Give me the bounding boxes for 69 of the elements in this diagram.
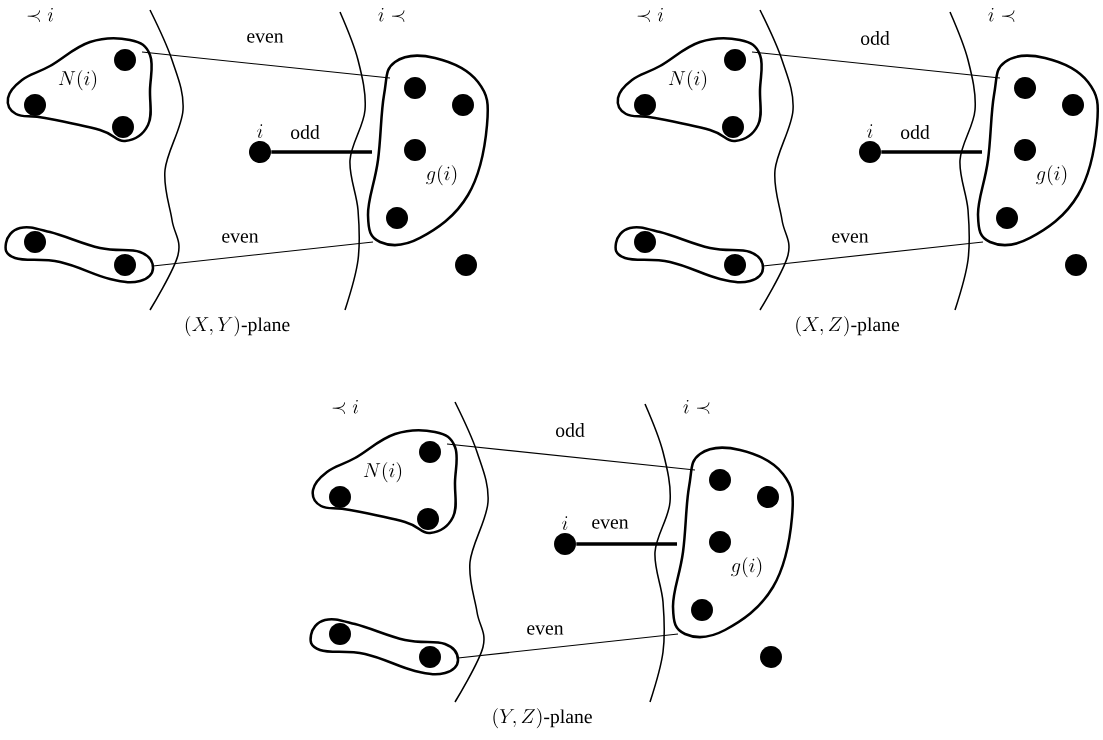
edge-label: even bbox=[830, 231, 870, 245]
edge-label: even bbox=[590, 517, 630, 531]
dot bbox=[1014, 139, 1036, 161]
plane-caption: $(X,Z)\text{-plane}$ bbox=[796, 315, 900, 337]
dot bbox=[329, 486, 351, 508]
plane-caption: $(Y,Z)\text{-plane}$ bbox=[493, 707, 592, 729]
order-label: $i \prec$ bbox=[683, 399, 710, 415]
dot bbox=[114, 49, 136, 71]
edge-label: even bbox=[245, 31, 285, 45]
dot bbox=[709, 531, 731, 553]
set-outline: $g(i)$ bbox=[671, 446, 795, 639]
dot bbox=[329, 623, 351, 645]
edge-label: odd bbox=[898, 123, 932, 141]
set-outline: $N(i)$ bbox=[6, 36, 154, 143]
dot bbox=[114, 254, 136, 276]
dot bbox=[722, 116, 744, 138]
dot bbox=[24, 231, 46, 253]
set-outline bbox=[4, 225, 155, 284]
set-outline: $N(i)$ bbox=[311, 428, 459, 535]
order-label: $i \prec$ bbox=[988, 7, 1015, 23]
dot bbox=[1062, 94, 1084, 116]
dot bbox=[760, 646, 782, 668]
edge-line bbox=[762, 241, 984, 267]
node-label: $i$ bbox=[562, 516, 568, 530]
order-label: $i \prec$ bbox=[378, 7, 405, 23]
set-outline: $g(i)$ bbox=[976, 54, 1100, 247]
dot bbox=[724, 254, 746, 276]
edge-label: odd bbox=[288, 123, 322, 141]
dot bbox=[1014, 77, 1036, 99]
dot bbox=[996, 207, 1018, 229]
edge-label: odd bbox=[858, 29, 892, 47]
dot bbox=[757, 486, 779, 508]
edge-line bbox=[881, 150, 982, 154]
order-label: $\prec i$ bbox=[332, 399, 359, 415]
dot bbox=[455, 254, 477, 276]
edge-line bbox=[271, 150, 372, 154]
edge-line bbox=[751, 51, 1001, 79]
dot bbox=[452, 94, 474, 116]
order-label: $\prec i$ bbox=[27, 7, 54, 23]
set-outline: $g(i)$ bbox=[366, 54, 490, 247]
dot bbox=[404, 77, 426, 99]
node-label: $i$ bbox=[257, 124, 263, 138]
dot bbox=[691, 599, 713, 621]
edge-label: odd bbox=[553, 421, 587, 439]
edge-line bbox=[141, 51, 391, 79]
edge-label: even bbox=[220, 231, 260, 245]
edge-label: even bbox=[525, 623, 565, 637]
dot bbox=[404, 139, 426, 161]
dot bbox=[1065, 254, 1087, 276]
plane-caption: $(X,Y)\text{-plane}$ bbox=[185, 315, 290, 337]
edge-line bbox=[576, 542, 677, 546]
dot bbox=[634, 94, 656, 116]
node-label: $i$ bbox=[867, 124, 873, 138]
edge-line bbox=[457, 633, 679, 659]
dot bbox=[419, 646, 441, 668]
dot bbox=[419, 441, 441, 463]
dot bbox=[24, 94, 46, 116]
dot bbox=[724, 49, 746, 71]
edge-line bbox=[152, 241, 374, 267]
dot bbox=[634, 231, 656, 253]
dot bbox=[709, 469, 731, 491]
dot bbox=[112, 116, 134, 138]
set-outline bbox=[614, 225, 765, 284]
set-outline: $N(i)$ bbox=[616, 36, 764, 143]
order-label: $\prec i$ bbox=[637, 7, 664, 23]
set-outline bbox=[309, 617, 460, 676]
dot bbox=[386, 207, 408, 229]
edge-line bbox=[446, 443, 696, 471]
dot bbox=[417, 508, 439, 530]
